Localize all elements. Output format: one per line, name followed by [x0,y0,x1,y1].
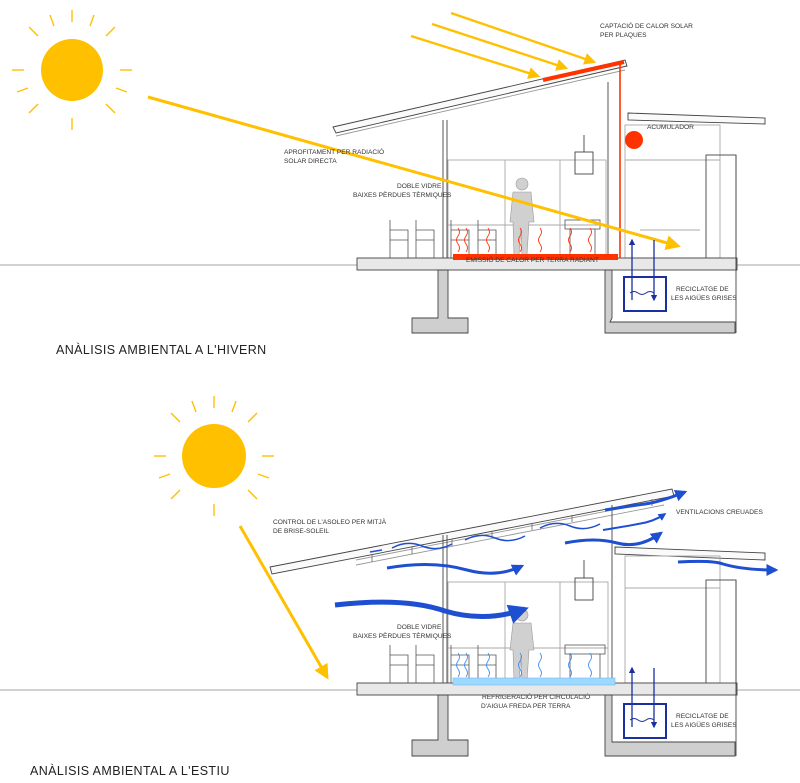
winter-radiant-heat-waves [456,227,592,253]
winter-reciclatge-label-line1: RECICLATGE DE [676,286,729,293]
summer-chairs [389,644,606,683]
winter-direct-radiation-ray [147,95,681,250]
winter-sun-icon [12,10,132,130]
summer-control-label-line1: CONTROL DE L'ASOLEO PER MITJÀ [273,517,387,526]
summer-refrigeracio-label-line1: REFRIGERACIÓ PER CIRCULACIÓ [482,692,590,701]
winter-radiant-floor [453,254,618,260]
winter-captacio-label-line2: PER PLAQUES [600,32,647,39]
summer-reciclatge-label-line2: LES AIGÜES GRISES [671,721,737,729]
winter-doble-vidre-label-line1: DOBLE VIDRE [397,183,442,190]
summer-cool-air-waves [456,652,592,678]
summer-sun-icon [154,396,274,516]
summer-person-icon [509,608,535,682]
winter-doble-vidre-label-line2: BAIXES PÈRDUES TÈRMIQUES [353,190,452,199]
winter-captacio-label-line1: CAPTACIÓ DE CALOR SOLAR [600,21,693,30]
summer-cross-ventilation-arrows [334,489,779,624]
summer-control-label-line2: DE BRISE-SOLEIL [273,528,329,535]
summer-ventilacions-label: VENTILACIONS CREUADES [676,509,763,516]
summer-chilled-floor [452,677,616,686]
winter-section: CAPTACIÓ DE CALOR SOLAR PER PLAQUES ACUM… [0,10,800,357]
winter-solar-panel [542,60,625,82]
winter-emissio-label: EMISSIÓ DE CALOR PER TERRA RADIANT [466,255,599,264]
summer-greywater-tank [623,666,667,739]
winter-aprofitament-label-line1: APROFITAMENT PER RADIACIÓ [284,147,384,156]
summer-refrigeracio-label-line2: D'AIGUA FREDA PER TERRA [481,703,571,710]
winter-person-icon [509,177,535,256]
summer-section: CONTROL DE L'ASOLEO PER MITJÀ DE BRISE-S… [0,396,800,778]
winter-accumulator-tank [625,131,643,149]
summer-title: ANÀLISIS AMBIENTAL A L'ESTIU [30,763,230,778]
summer-sun-ray [238,525,329,680]
winter-title: ANÀLISIS AMBIENTAL A L'HIVERN [56,342,267,357]
summer-doble-vidre-label-line2: BAIXES PÈRDUES TÈRMIQUES [353,631,452,640]
winter-greywater-tank [623,238,667,312]
winter-aprofitament-label-line2: SOLAR DIRECTA [284,158,337,165]
winter-reciclatge-label-line2: LES AIGÜES GRISES [671,294,737,302]
winter-acumulador-label: ACUMULADOR [647,124,694,131]
summer-reciclatge-label-line1: RECICLATGE DE [676,713,729,720]
summer-doble-vidre-label-line1: DOBLE VIDRE [397,624,442,631]
summer-building [269,488,766,757]
winter-panel-sun-rays [410,11,597,79]
